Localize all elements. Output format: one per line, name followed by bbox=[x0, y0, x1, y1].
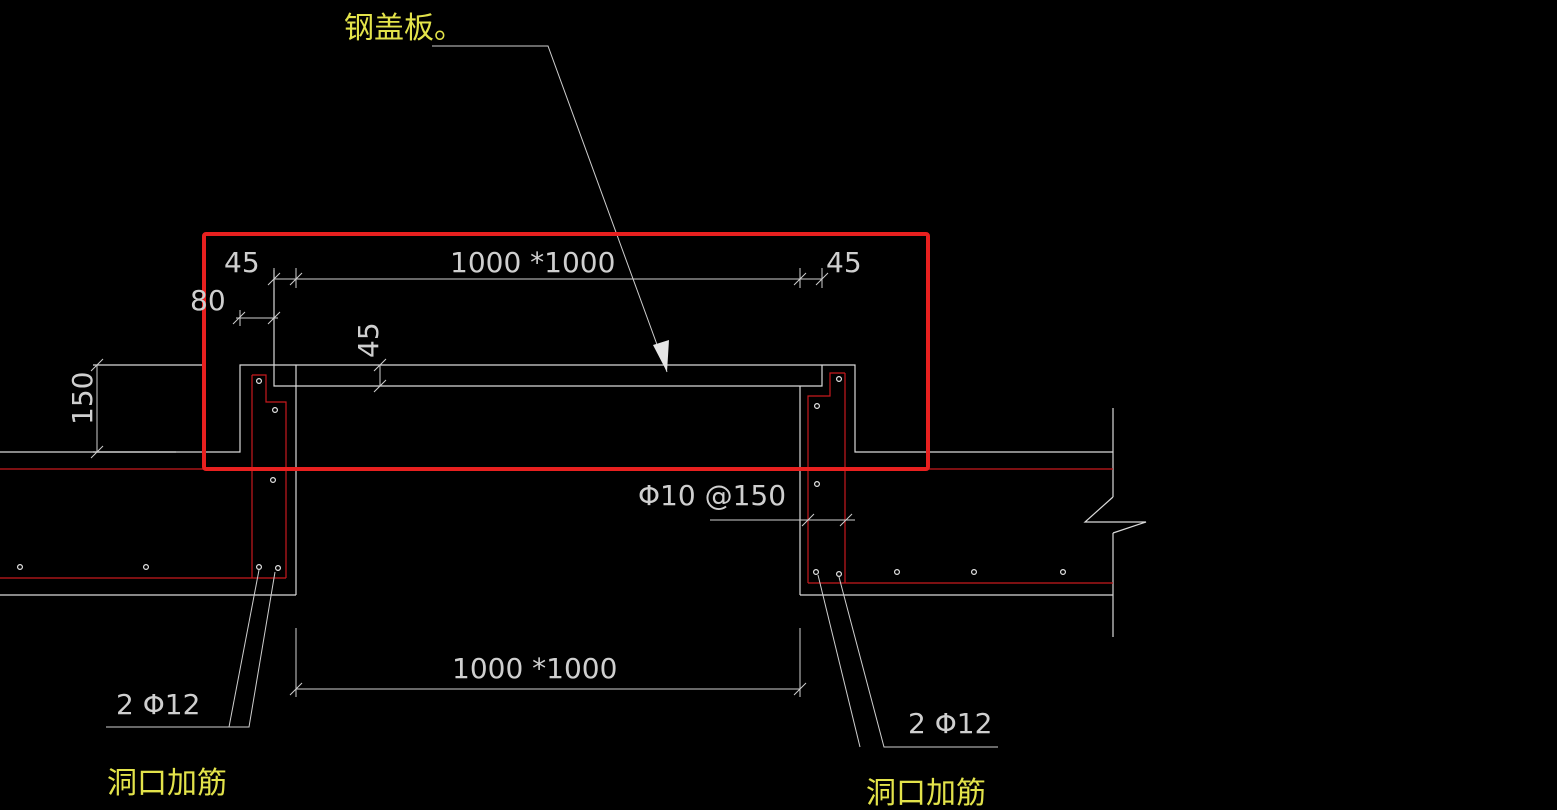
dim-label-top-opening: 1000 *1000 bbox=[450, 246, 615, 279]
leader-arrowhead bbox=[653, 340, 669, 372]
leader-lines bbox=[106, 45, 998, 748]
dim-label-top-left-45: 45 bbox=[224, 246, 260, 279]
concrete-outline bbox=[0, 270, 1147, 637]
dimension-lines bbox=[90, 268, 855, 697]
opening-rebar-right-label: 洞口加筋 bbox=[866, 776, 986, 810]
dim-label-top-right-45: 45 bbox=[826, 246, 862, 279]
rebar-spacing-label: Φ10 @150 bbox=[638, 479, 786, 512]
dim-label-80: 80 bbox=[190, 284, 226, 317]
dim-label-bottom-opening: 1000 *1000 bbox=[452, 652, 617, 685]
rebar-lines bbox=[0, 372, 1113, 584]
rebar-left-label: 2 Φ12 bbox=[116, 688, 200, 721]
opening-rebar-left-label: 洞口加筋 bbox=[107, 766, 227, 801]
rebar-right-label: 2 Φ12 bbox=[908, 707, 992, 740]
highlight-box bbox=[202, 232, 930, 471]
cover-plate-label: 钢盖板。 bbox=[344, 11, 464, 46]
rebar-dots bbox=[17, 376, 1066, 577]
dim-label-150: 150 bbox=[66, 372, 99, 425]
dim-label-inner-45: 45 bbox=[352, 322, 385, 358]
